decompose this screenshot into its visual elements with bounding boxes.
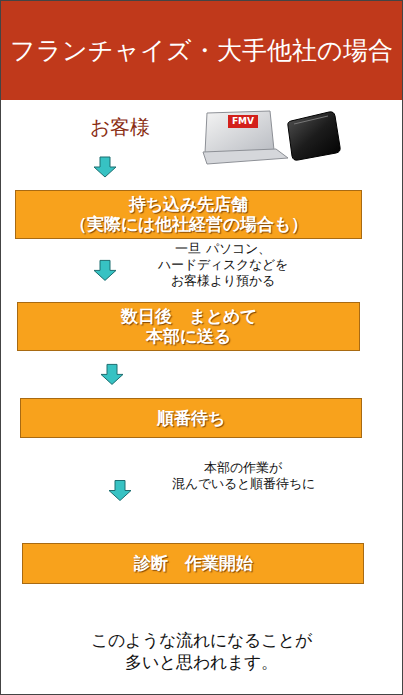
customer-node: お客様: [62, 110, 178, 144]
edge-note: 本部の作業が 混んでいると順番待ちに: [168, 460, 318, 493]
process-box: 持ち込み先店舗 （実際には他社経営の場合も）: [15, 190, 362, 239]
node-text: 診断 作業開始: [134, 553, 253, 573]
node-text: お客様: [90, 115, 150, 139]
edge-note: 一旦 パソコン、ハードディスクなどを お客様より預かる: [118, 241, 328, 290]
node-text: 数日後 まとめて 本部に送る: [114, 306, 264, 347]
process-box: 順番待ち: [20, 398, 362, 438]
title: フランチャイズ・大手他社の場合: [10, 34, 393, 67]
down-arrow: [109, 481, 131, 501]
logo-text: FMV: [228, 115, 258, 128]
down-arrow: [94, 157, 116, 177]
process-box: 診断 作業開始: [22, 543, 364, 584]
down-arrow: [94, 260, 116, 280]
laptop-picture: [203, 111, 288, 164]
caption: このような流れになることが 多いと思われます。: [81, 629, 321, 673]
node-text: 順番待ち: [157, 408, 225, 428]
node-text: 持ち込み先店舗 （実際には他社経営の場合も）: [64, 194, 314, 235]
process-box: 数日後 まとめて 本部に送る: [17, 302, 360, 351]
logo-plate: [228, 115, 258, 128]
title-band: フランチャイズ・大手他社の場合: [1, 1, 402, 100]
hard-disk-picture: [288, 112, 340, 160]
down-arrow: [101, 364, 123, 384]
